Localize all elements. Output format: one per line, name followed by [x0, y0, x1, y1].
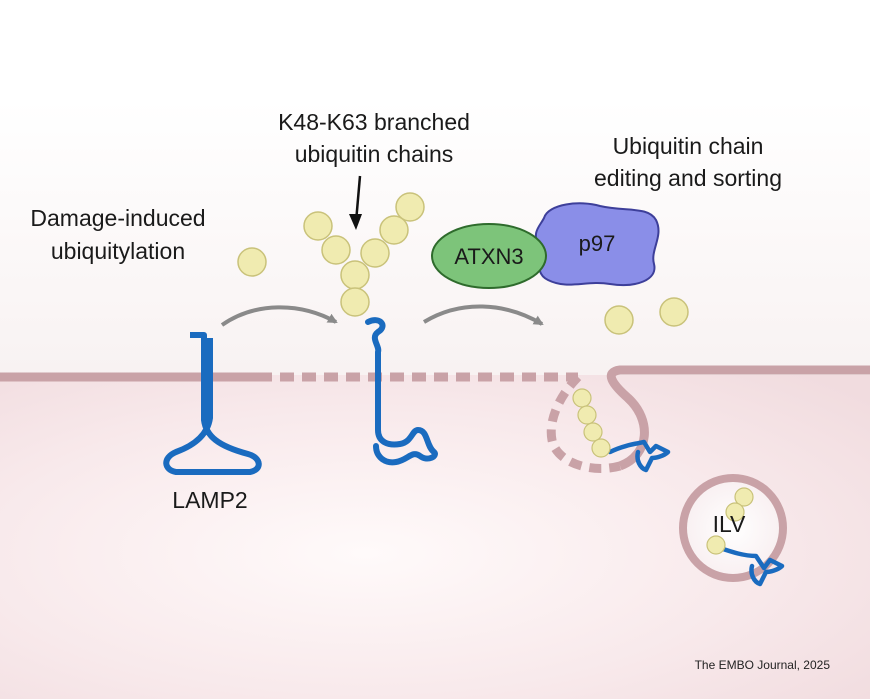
- ilv-label: ILV: [713, 511, 746, 537]
- ubiquitin-sorted: [572, 388, 592, 408]
- process-arrow-1: [220, 305, 338, 327]
- ubiquitin-sorted: [591, 438, 611, 458]
- editing-label-line2: editing and sorting: [594, 165, 782, 191]
- ubiquitin-bead: [360, 238, 390, 268]
- branched-chains-label-line1: K48-K63 branched: [278, 109, 470, 135]
- ubiquitin-ilv: [725, 502, 745, 522]
- ubiquitin-branched-chain: [303, 192, 425, 317]
- membrane-invagination: [546, 373, 622, 473]
- cytosol-region: [0, 100, 870, 375]
- lamp2-protein-1: [163, 332, 262, 475]
- ubiquitin-bead: [303, 211, 333, 241]
- damage-label-line1: Damage-induced: [30, 205, 205, 231]
- ubiquitin-bead: [340, 287, 370, 317]
- lamp2-label: LAMP2: [172, 487, 247, 513]
- p97-label: p97: [579, 231, 616, 256]
- pointer-arrow-head: [349, 214, 362, 230]
- ubiquitin-ilv: [734, 487, 754, 507]
- ubiquitin-bead: [321, 235, 351, 265]
- atxn3-label: ATXN3: [454, 244, 523, 269]
- ubiquitin-ilv: [706, 535, 726, 555]
- process-arrow-2: [422, 304, 544, 326]
- lamp2-protein-2: [365, 317, 438, 466]
- ubiquitin-sorted: [577, 405, 597, 425]
- ubiquitin-free: [237, 247, 267, 277]
- ubiquitin-bead: [395, 192, 425, 222]
- ubiquitin-released: [604, 305, 634, 335]
- ilv-vesicle: [679, 474, 787, 582]
- ubiquitin-bead: [340, 260, 370, 290]
- ubiquitin-sorted: [583, 422, 603, 442]
- atxn3-protein: [431, 223, 547, 289]
- ubiquitin-bead: [379, 215, 409, 245]
- lamp2-fragment-invagination: [607, 439, 671, 473]
- damage-label-line2: ubiquitylation: [51, 238, 185, 264]
- editing-label-line1: Ubiquitin chain: [613, 133, 764, 159]
- branched-chains-label-line2: ubiquitin chains: [295, 141, 454, 167]
- journal-credit: The EMBO Journal, 2025: [695, 658, 831, 672]
- lamp2-fragment-ilv: [717, 545, 785, 587]
- ubiquitin-released: [659, 297, 689, 327]
